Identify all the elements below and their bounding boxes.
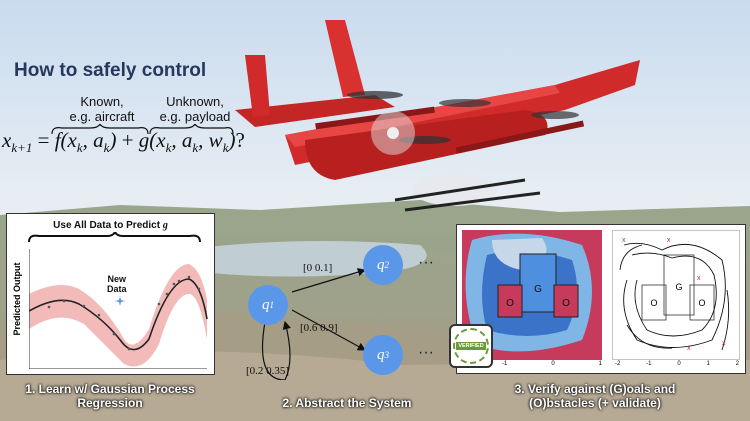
unknown-example: e.g. payload: [159, 109, 231, 124]
eq-lhs-sub: k+1: [11, 140, 33, 156]
new-data-marker: [115, 296, 125, 306]
gp-plot: [29, 249, 208, 369]
dynamics-equation: xk+1 = f(xk, ak) + g(xk, ak, wk)?: [2, 128, 245, 156]
step2-caption: 2. Abstract the System: [282, 396, 412, 410]
map-goal-label: G: [534, 284, 542, 295]
known-example: e.g. aircraft: [69, 109, 135, 124]
svg-text:x: x: [622, 237, 626, 244]
svg-text:O: O: [650, 298, 657, 308]
edge-label-q1-q3: [0.6 0.9]: [300, 322, 338, 334]
verified-seal: VERIFIED: [453, 328, 489, 364]
main-title: How to safely control: [14, 60, 207, 81]
gp-ylabel: Predicted Output: [12, 262, 22, 336]
map-obstacle-left-label: O: [506, 298, 514, 309]
overbraces: [51, 124, 234, 135]
svg-text:x: x: [722, 340, 726, 347]
map-obstacle-right-label: O: [562, 298, 570, 309]
edge-label-self: [0.2 0.35]: [246, 365, 290, 377]
abstraction-edges: [261, 268, 367, 380]
gp-data-points: [47, 275, 201, 351]
reachability-map: G O O: [462, 230, 602, 360]
svg-text:x: x: [687, 345, 691, 352]
unknown-annotation: Unknown, e.g. payload: [140, 94, 250, 124]
step3-caption: 3. Verify against (G)oals and (O)bstacle…: [514, 382, 676, 410]
gp-regression-panel: Use All Data to Predict g Predicted Outp…: [6, 213, 215, 375]
gp-uncertainty-band: [29, 264, 207, 367]
svg-text:x: x: [697, 275, 701, 282]
eq-lhs: x: [2, 128, 12, 152]
verified-badge: VERIFIED: [449, 324, 493, 368]
step1-caption: 1. Learn w/ Gaussian Process Regression: [25, 382, 195, 410]
gp-header: Use All Data to Predict g: [53, 220, 168, 231]
ellipsis-q3: ···: [418, 344, 434, 361]
gp-mean-line: [29, 278, 208, 351]
svg-text:G: G: [675, 282, 682, 292]
trajectory-plot: G O O x x x x x: [612, 230, 740, 360]
known-label: Known,: [80, 94, 124, 109]
svg-text:x: x: [667, 237, 671, 244]
gp-header-brace: [28, 232, 201, 243]
ellipsis-q2: ···: [418, 254, 434, 271]
vtol-drone-image: [235, 20, 640, 212]
eq-unknown-term: g(x: [138, 128, 166, 152]
eq-tail: ?: [235, 128, 245, 152]
unknown-label: Unknown,: [166, 94, 224, 109]
edge-label-q1-q2: [0 0.1]: [303, 262, 333, 274]
svg-text:O: O: [698, 298, 705, 308]
eq-known-term: f(x: [54, 128, 77, 152]
known-annotation: Known, e.g. aircraft: [52, 94, 152, 124]
